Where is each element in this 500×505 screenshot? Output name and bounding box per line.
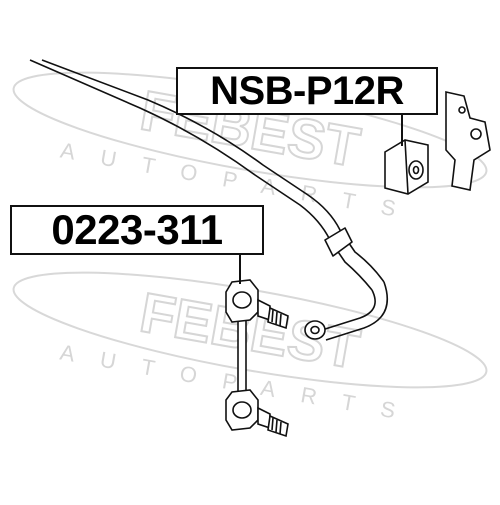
part-number-label-bushing: NSB-P12R [176,67,438,115]
stabilizer-bar [29,59,389,341]
bushing-part [384,139,429,195]
part-number-label-link: 0223-311 [10,205,264,255]
bracket-part [445,91,491,191]
part-number-text-link: 0223-311 [51,206,223,253]
part-number-text-bushing: NSB-P12R [210,69,404,113]
stabilizer-link-part [225,279,289,438]
